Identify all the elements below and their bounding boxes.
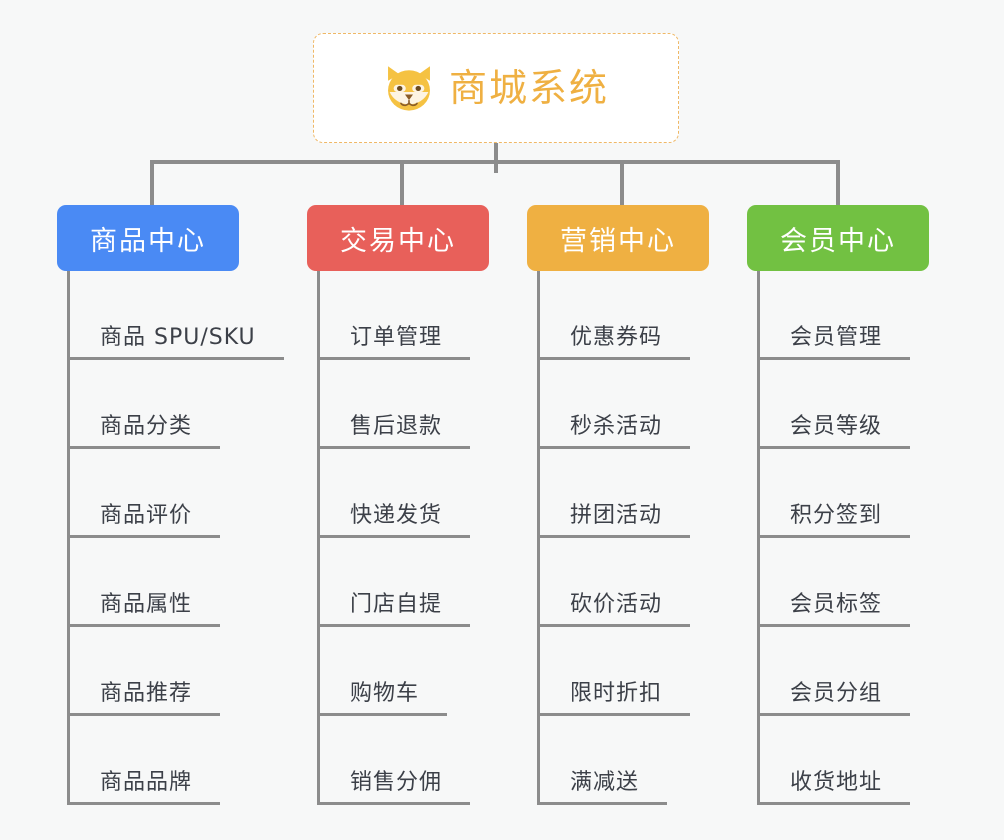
leaf-label: 商品品牌	[70, 770, 221, 805]
leaf-item[interactable]: 快递发货	[320, 449, 537, 538]
root-title: 商城系统	[448, 66, 609, 110]
leaf-item[interactable]: 会员分组	[760, 627, 977, 716]
leaf-list-marketing-center: 优惠券码秒杀活动拼团活动砍价活动限时折扣满减送	[537, 271, 757, 805]
leaf-label: 收货地址	[760, 770, 911, 805]
leaf-item[interactable]: 满减送	[540, 716, 757, 805]
leaf-label: 砍价活动	[540, 592, 691, 627]
leaf-item[interactable]: 商品分类	[70, 360, 287, 449]
category-label: 交易中心	[340, 225, 456, 257]
branch-column-0: 商品中心商品 SPU/SKU 商品分类商品评价商品属性商品推荐商品品牌	[57, 205, 287, 805]
connector-drop-0	[150, 160, 154, 205]
category-node-member-center[interactable]: 会员中心	[747, 205, 929, 271]
leaf-label: 秒杀活动	[540, 414, 691, 449]
leaf-item[interactable]: 商品评价	[70, 449, 287, 538]
category-node-product-center[interactable]: 商品中心	[57, 205, 239, 271]
connector-drop-1	[400, 160, 404, 205]
branch-column-3: 会员中心会员管理会员等级积分签到会员标签会员分组收货地址	[747, 205, 977, 805]
leaf-item[interactable]: 砍价活动	[540, 538, 757, 627]
leaf-label: 商品评价	[70, 503, 221, 538]
leaf-item[interactable]: 会员等级	[760, 360, 977, 449]
leaf-item[interactable]: 积分签到	[760, 449, 977, 538]
leaf-item[interactable]: 收货地址	[760, 716, 977, 805]
leaf-label: 拼团活动	[540, 503, 691, 538]
leaf-item[interactable]: 会员管理	[760, 271, 977, 360]
leaf-label: 商品分类	[70, 414, 221, 449]
leaf-item[interactable]: 门店自提	[320, 538, 537, 627]
connector-drop-2	[620, 160, 624, 205]
leaf-label: 积分签到	[760, 503, 911, 538]
leaf-label: 优惠券码	[540, 325, 691, 360]
category-label: 会员中心	[780, 225, 896, 257]
leaf-label: 商品 SPU/SKU	[70, 325, 284, 360]
leaf-item[interactable]: 优惠券码	[540, 271, 757, 360]
leaf-item[interactable]: 秒杀活动	[540, 360, 757, 449]
leaf-label: 会员标签	[760, 592, 911, 627]
leaf-label: 销售分佣	[320, 770, 471, 805]
leaf-label: 会员分组	[760, 681, 911, 716]
leaf-item[interactable]: 购物车	[320, 627, 537, 716]
root-node[interactable]: 商城系统	[313, 33, 679, 143]
leaf-item[interactable]: 商品品牌	[70, 716, 287, 805]
leaf-list-member-center: 会员管理会员等级积分签到会员标签会员分组收货地址	[757, 271, 977, 805]
leaf-label: 会员管理	[760, 325, 911, 360]
category-label: 商品中心	[90, 225, 206, 257]
branch-column-2: 营销中心优惠券码秒杀活动拼团活动砍价活动限时折扣满减送	[527, 205, 757, 805]
category-label: 营销中心	[560, 225, 676, 257]
connector-drop-3	[836, 160, 840, 205]
connector-horizontal-bar	[150, 160, 840, 164]
shiba-dog-icon	[388, 66, 430, 111]
leaf-item[interactable]: 商品属性	[70, 538, 287, 627]
connector-root-stem	[494, 143, 498, 173]
leaf-label: 会员等级	[760, 414, 911, 449]
leaf-label: 满减送	[540, 770, 668, 805]
leaf-item[interactable]: 销售分佣	[320, 716, 537, 805]
leaf-item[interactable]: 商品推荐	[70, 627, 287, 716]
leaf-label: 商品属性	[70, 592, 221, 627]
leaf-item[interactable]: 会员标签	[760, 538, 977, 627]
leaf-label: 购物车	[320, 681, 448, 716]
category-node-marketing-center[interactable]: 营销中心	[527, 205, 709, 271]
leaf-list-product-center: 商品 SPU/SKU 商品分类商品评价商品属性商品推荐商品品牌	[67, 271, 287, 805]
leaf-label: 商品推荐	[70, 681, 221, 716]
leaf-label: 门店自提	[320, 592, 471, 627]
leaf-item[interactable]: 限时折扣	[540, 627, 757, 716]
leaf-item[interactable]: 商品 SPU/SKU	[70, 271, 287, 360]
leaf-item[interactable]: 拼团活动	[540, 449, 757, 538]
leaf-item[interactable]: 售后退款	[320, 360, 537, 449]
leaf-label: 售后退款	[320, 414, 471, 449]
category-node-trade-center[interactable]: 交易中心	[307, 205, 489, 271]
branch-column-1: 交易中心订单管理售后退款快递发货门店自提购物车销售分佣	[307, 205, 537, 805]
leaf-label: 快递发货	[320, 503, 471, 538]
leaf-list-trade-center: 订单管理售后退款快递发货门店自提购物车销售分佣	[317, 271, 537, 805]
leaf-label: 订单管理	[320, 325, 471, 360]
leaf-item[interactable]: 订单管理	[320, 271, 537, 360]
leaf-label: 限时折扣	[540, 681, 691, 716]
